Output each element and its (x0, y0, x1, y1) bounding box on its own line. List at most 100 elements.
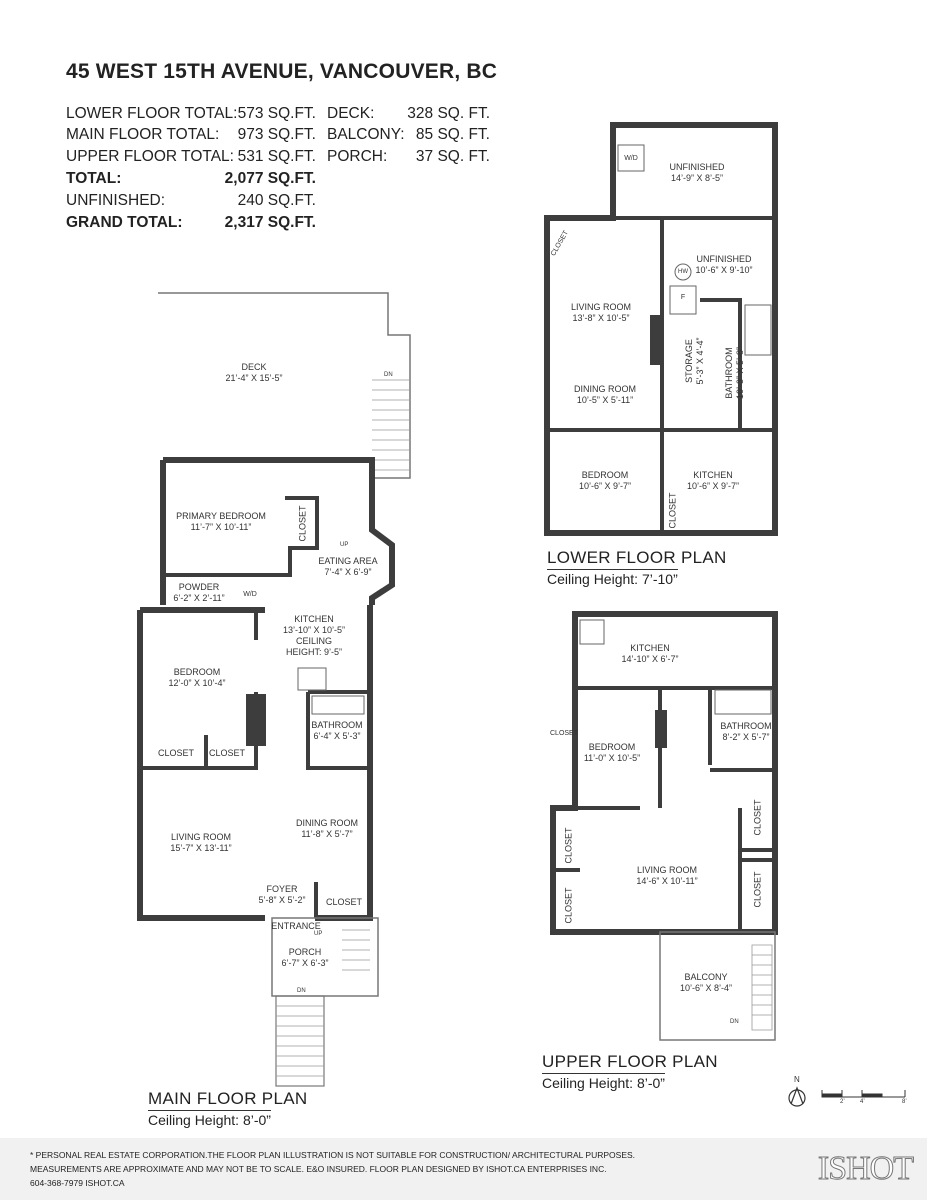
area-label: UPPER FLOOR TOTAL: (66, 148, 234, 165)
room-closet: CLOSET (667, 492, 678, 529)
balcony-stairs (751, 944, 773, 1031)
room-closet: CLOSET (752, 871, 763, 908)
north-label: N (794, 1075, 800, 1084)
main-floor-ceiling: Ceiling Height: 8’-0” (148, 1110, 271, 1128)
room-closet: CLOSET (208, 748, 246, 758)
room-bedroom: BEDROOM 10’-6” X 9’-7” (578, 470, 632, 491)
porch-outline (271, 917, 379, 997)
room-balcony: BALCONY 10’-6” X 8’-4” (679, 972, 733, 993)
area-value: 2,077 SQ.FT. (224, 170, 316, 187)
outdoor-label: DECK: (327, 105, 375, 122)
room-closet: CLOSET (297, 505, 308, 542)
room-foyer: FOYER 5’-8” X 5’-2” (258, 884, 306, 905)
footer-disclaimer: * PERSONAL REAL ESTATE CORPORATION.THE F… (0, 1138, 927, 1200)
stairs-up-label: UP (340, 542, 349, 548)
main-floor-title: MAIN FLOOR PLAN (148, 1089, 308, 1108)
property-address: 45 WEST 15TH AVENUE, VANCOUVER, BC (66, 60, 498, 83)
room-living-room: LIVING ROOM 14’-6” X 10’-11” (636, 865, 698, 886)
bedroom-wall (140, 610, 258, 770)
area-label: UNFINISHED: (66, 192, 166, 209)
outdoor-value: 328 SQ. FT. (407, 105, 490, 122)
room-closet: CLOSET (549, 730, 579, 737)
entrance-label: ENTRANCE (271, 921, 321, 931)
room-eating-area: EATING AREA 7’-4” X 6’-9” (318, 556, 378, 577)
lower-floor-ceiling: Ceiling Height: 7’-10” (547, 569, 678, 587)
room-bathroom: BATHROOM 6’-4” X 5’-3” (311, 720, 363, 741)
room-living-room: LIVING ROOM 15’-7” X 13’-11” (170, 832, 232, 853)
scale-tick-label: 8’ (902, 1099, 907, 1105)
room-powder: POWDER 6’-2” X 2’-11” (173, 582, 225, 603)
room-dining-room: DINING ROOM 10’-5” X 5’-11” (574, 384, 636, 405)
washer-dryer-label: W/D (243, 591, 257, 598)
room-deck: DECK 21’-4” X 15’-5” (225, 362, 282, 384)
main-upper-block (163, 457, 395, 605)
front-stairs (275, 995, 325, 1087)
area-value: 573 SQ.FT. (237, 105, 316, 122)
scale-tick-label: 4’ (860, 1099, 865, 1105)
area-label: MAIN FLOOR TOTAL: (66, 126, 220, 143)
hot-water-label: HW (678, 269, 688, 275)
upper-stove (579, 619, 605, 645)
room-kitchen: KITCHEN 13’-10” X 10’-5” CEILING HEIGHT:… (282, 614, 346, 657)
scale-tick-label: 2’ (840, 1099, 845, 1105)
room-bathroom: BATHROOM 10’-3” X 5’-8” (724, 346, 745, 400)
stairs-down-label: DN (384, 372, 393, 378)
stairs-down-label: DN (297, 988, 306, 994)
room-kitchen: KITCHEN 14’-10” X 6’-7” (621, 643, 679, 664)
room-living-room: LIVING ROOM 13’-8” X 10’-5” (570, 302, 632, 323)
front-stair-treads (276, 929, 370, 1077)
disclaimer-line: MEASUREMENTS ARE APPROXIMATE AND MAY NOT… (30, 1164, 607, 1174)
area-label: GRAND TOTAL: (66, 214, 183, 231)
outdoor-value: 37 SQ. FT. (415, 148, 490, 165)
room-closet: CLOSET (157, 748, 195, 758)
room-closet: CLOSET (752, 799, 763, 836)
room-dining-room: DINING ROOM 11’-8” X 5’-7” (296, 818, 358, 839)
upper-floor-title: UPPER FLOOR PLAN (542, 1052, 718, 1071)
disclaimer-line: * PERSONAL REAL ESTATE CORPORATION.THE F… (30, 1150, 636, 1160)
room-bedroom: BEDROOM 11’-0” X 10’-5” (583, 742, 641, 763)
main-floor-walls (137, 292, 411, 1087)
bathroom-wall (306, 690, 370, 770)
room-closet: CLOSET (563, 827, 574, 864)
area-value: 240 SQ.FT. (237, 192, 316, 209)
room-storage: STORAGE 5’-3” X 4’-4” (684, 337, 705, 385)
scale-bar (821, 1090, 906, 1098)
lower-floor-title: LOWER FLOOR PLAN (547, 548, 727, 567)
north-compass-icon (788, 1086, 806, 1107)
room-primary-bedroom: PRIMARY BEDROOM 11’-7” X 10’-11” (176, 511, 266, 532)
contact-line: 604-368-7979 ISHOT.CA (30, 1178, 125, 1188)
outdoor-value: 85 SQ. FT. (415, 126, 490, 143)
upper-fireplace (655, 710, 667, 748)
area-value: 2,317 SQ.FT. (224, 214, 316, 231)
room-unfinished: UNFINISHED 14’-9” X 8’-5” (669, 162, 725, 183)
lower-fireplace (650, 315, 664, 365)
area-label: LOWER FLOOR TOTAL: (66, 105, 238, 122)
upper-floor-walls (550, 611, 778, 1041)
upper-bathtub (714, 689, 772, 715)
room-closet: CLOSET (563, 887, 574, 924)
outdoor-label: BALCONY: (327, 126, 405, 143)
furnace (669, 285, 697, 315)
ishot-logo: ISHOT (817, 1150, 914, 1188)
lower-floor-walls (544, 122, 778, 536)
room-kitchen: KITCHEN 10’-6” X 9’-7” (686, 470, 740, 491)
lower-bathtub (744, 304, 772, 356)
upper-floor-ceiling: Ceiling Height: 8’-0” (542, 1073, 665, 1091)
room-label: DECK 21’-4” X 15’-5” (225, 362, 283, 383)
room-unfinished: UNFINISHED 10’-6” X 9’-10” (695, 254, 753, 275)
washer-dryer-label: W/D (624, 155, 638, 162)
stairs-down-label: DN (730, 1019, 739, 1025)
fireplace (246, 694, 266, 746)
room-closet: CLOSET (325, 897, 363, 907)
area-value: 973 SQ.FT. (237, 126, 316, 143)
furnace-label: F (680, 294, 686, 301)
balcony-outline (659, 931, 776, 1041)
lower-wd (617, 144, 645, 172)
room-bedroom: BEDROOM 12’-0” X 10’-4” (168, 667, 226, 688)
hot-water-tank (674, 263, 692, 281)
deck-stairs (372, 379, 410, 471)
bathtub-icon (311, 695, 365, 715)
room-bathroom: BATHROOM 8’-2” X 5’-7” (720, 721, 772, 742)
